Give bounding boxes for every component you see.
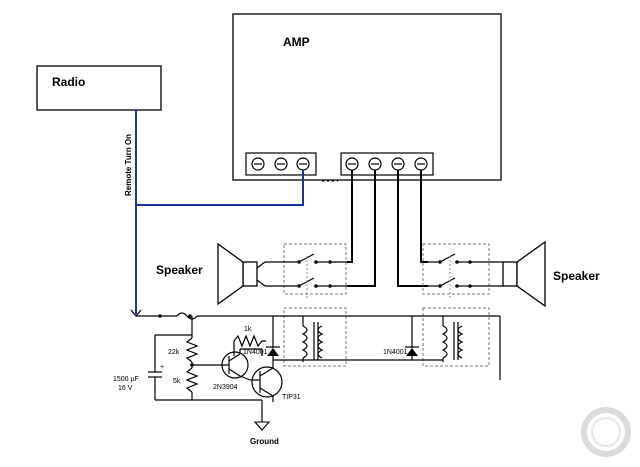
voltage-divider (185, 316, 225, 400)
remote-to-amp-wire (136, 170, 304, 206)
amp-speaker-wires (347, 170, 428, 287)
power-rail (136, 312, 501, 380)
amp-speaker-terminals (340, 152, 434, 176)
resistor-22k-label: 22k (168, 349, 180, 356)
capacitor-icon (148, 334, 262, 401)
speaker-right-label: Speaker (553, 269, 600, 283)
watermark-logo (581, 407, 631, 457)
radio-label: Radio (52, 75, 85, 89)
capacitor-value-label: 1500 µF (113, 376, 139, 383)
remote-turn-on-label: Remote Turn On (124, 134, 133, 196)
ground-label: Ground (250, 437, 279, 446)
amp-power-terminals (245, 152, 317, 176)
transistor-2n3904-icon (221, 348, 262, 381)
transistor-tip31-icon (250, 349, 283, 402)
transistor-tip31-label: TIP31 (282, 394, 301, 401)
diode-left-icon (266, 346, 280, 360)
resistor-1k-icon (233, 334, 266, 356)
amp-label: AMP (283, 35, 310, 49)
radio-box (36, 65, 162, 111)
resistor-1k-label: 1k (244, 326, 252, 333)
capacitor-plus-label: + (160, 364, 164, 371)
relay-coil-box-left (283, 307, 347, 367)
relay-box-left (283, 243, 347, 295)
relay-coil-right (441, 316, 464, 362)
capacitor-voltage-label: 16 V (118, 385, 133, 392)
relay-contacts-left (265, 253, 347, 300)
relay-box-right (422, 243, 490, 295)
speaker-right-icon (502, 240, 546, 308)
speaker-left-icon (217, 242, 266, 306)
diode-left-label: 1N4001 (243, 349, 268, 356)
diode-right-label: 1N4001 (383, 349, 408, 356)
relay-coil-box-right (422, 307, 490, 367)
resistor-5k-label: 5k (173, 378, 181, 385)
amp-box (232, 13, 502, 181)
transistor-2n3904-label: 2N3904 (213, 384, 238, 391)
relay-contacts-right (428, 253, 503, 300)
speaker-left-label: Speaker (156, 263, 203, 277)
ground-icon (253, 400, 271, 431)
relay-coil-left (301, 316, 324, 362)
diode-right-icon (405, 346, 419, 360)
